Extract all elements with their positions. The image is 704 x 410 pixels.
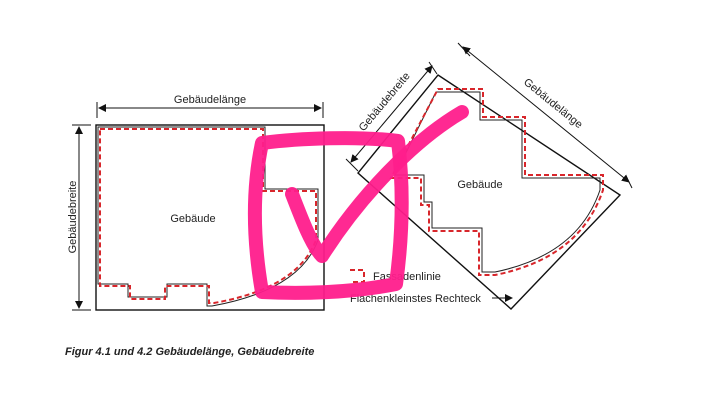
width-label-right: Gebäudebreite — [357, 70, 413, 133]
figure-caption: Figur 4.1 und 4.2 Gebäudelänge, Gebäudeb… — [65, 346, 314, 358]
figure-left: Gebäudelänge Gebäudebreite Gebäude — [67, 94, 325, 311]
building-label-right: Gebäude — [457, 179, 502, 191]
smallest-rectangle-left — [95, 124, 325, 311]
length-label-right: Gebäudelänge — [521, 76, 585, 131]
width-dimension-left: Gebäudebreite — [67, 124, 91, 311]
width-label-left: Gebäudebreite — [67, 181, 79, 254]
check-stroke — [285, 105, 469, 263]
legend-facade-swatch — [350, 269, 365, 283]
legend-rectangle-label: Flächenkleinstes Rechteck — [350, 293, 481, 305]
building-label-left: Gebäude — [170, 213, 215, 225]
length-label-left: Gebäudelänge — [174, 94, 246, 106]
length-dimension-left: Gebäudelänge — [96, 94, 324, 118]
pink-checkmark-annotation — [247, 105, 469, 300]
checkbox-mark — [247, 131, 409, 300]
length-dimension-right: Gebäudelänge — [457, 42, 633, 189]
facade-line-right — [389, 88, 604, 276]
